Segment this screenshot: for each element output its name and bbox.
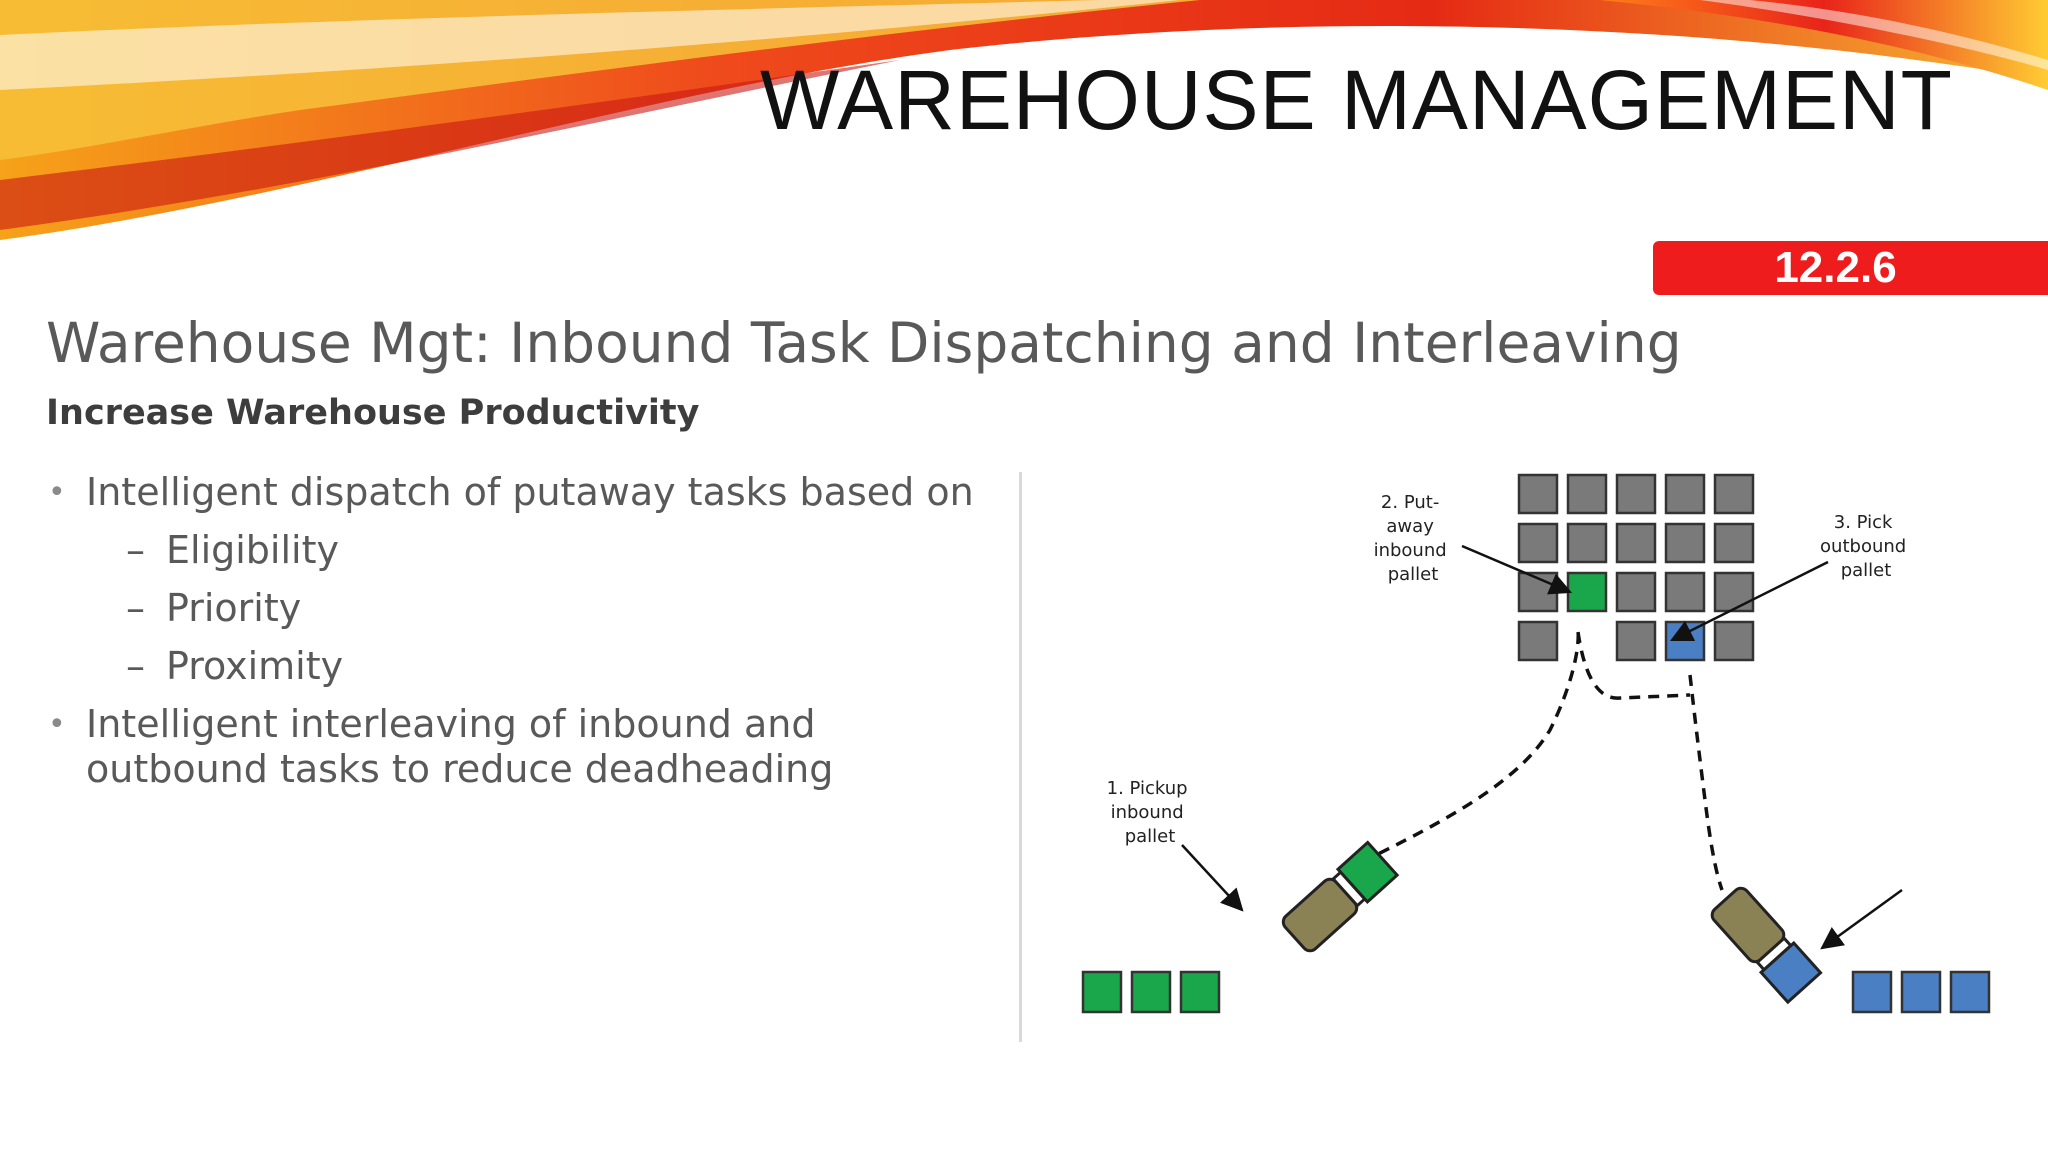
rack-slot [1615,620,1657,662]
rack-slot [1615,522,1657,564]
bullet-item: • Intelligent dispatch of putaway tasks … [46,470,1006,515]
putaway-label-line: pallet [1388,564,1439,585]
slide-title: WAREHOUSE MANAGEMENT [760,53,1953,147]
rack-slot [1664,522,1706,564]
dash-icon: – [126,528,145,572]
rack-slot [1713,522,1755,564]
rack-slot [1566,473,1608,515]
bullet-dot-icon: • [48,475,66,510]
outbound-pallet-row [1851,970,1991,1014]
pick-label-line: 3. Pick [1834,512,1893,533]
column-divider [1019,472,1022,1042]
content-subheading: Increase Warehouse Productivity [46,393,700,433]
pickup-arrow [1181,844,1244,912]
inbound-pallet [1081,970,1123,1014]
putaway-label: 2. Put- away inbound pallet [1374,492,1453,585]
storage-rack-grid [1517,473,1755,662]
rack-slot [1713,620,1755,662]
rack-slot [1517,620,1559,662]
rack-slot [1664,473,1706,515]
pickup-label-line: 1. Pickup [1107,778,1188,799]
bullet-text: Intelligent interleaving of inbound and … [86,702,834,791]
outbound-pallet [1851,970,1893,1014]
putaway-label-line: 2. Put- [1381,492,1439,513]
sub-bullet-item: – Proximity [46,644,1006,689]
interleave-travel-path [1576,631,1691,700]
outbound-pallet [1900,970,1942,1014]
bullet-item: • Intelligent interleaving of inbound an… [46,702,1006,792]
warehouse-diagram: 1. Pickup inbound pallet 2. Put- away in… [1081,473,1991,1014]
dash-icon: – [126,644,145,688]
inbound-pallet [1130,970,1172,1014]
rack-slot [1517,522,1559,564]
rack-slot [1566,522,1608,564]
pick-label-line: pallet [1841,560,1892,581]
rack-slot [1713,571,1755,613]
pick-label-line: outbound [1820,536,1906,557]
header-swoosh [0,0,2048,240]
rack-slot [1664,571,1706,613]
rack-slot [1713,473,1755,515]
putaway-label-line: inbound [1374,540,1447,561]
outbound-pallet [1949,970,1991,1014]
pickup-label-line: pallet [1125,826,1176,847]
pick-label: 3. Pick outbound pallet [1820,512,1912,581]
forklift-inbound [1281,840,1400,953]
bullet-dot-icon: • [48,707,66,742]
sub-bullet-text: Priority [166,586,302,630]
sub-bullet-text: Proximity [166,644,344,688]
inbound-pallet [1179,970,1221,1014]
outbound-drop-arrow [1820,888,1903,950]
sub-bullet-text: Eligibility [166,528,339,572]
section-number-badge: 12.2.6 [1653,241,2048,295]
pickup-label-line: inbound [1111,802,1184,823]
outbound-travel-path [1688,674,1724,891]
rack-slot [1615,473,1657,515]
putaway-label-line: away [1386,516,1434,537]
sub-bullet-item: – Eligibility [46,528,1006,573]
rack-slot [1615,571,1657,613]
pick-arrow [1669,560,1829,642]
inbound-travel-path [1344,629,1580,872]
sub-bullet-item: – Priority [46,586,1006,631]
content-heading: Warehouse Mgt: Inbound Task Dispatching … [46,311,1682,375]
putaway-arrow [1461,544,1573,595]
dash-icon: – [126,586,145,630]
bullet-text: Intelligent dispatch of putaway tasks ba… [86,470,974,514]
putaway-slot [1566,571,1608,613]
rack-slot [1517,473,1559,515]
bullet-list: • Intelligent dispatch of putaway tasks … [46,470,1006,805]
pickup-label: 1. Pickup inbound pallet [1107,778,1194,847]
inbound-pallet-row [1081,970,1221,1014]
forklift-outbound [1710,886,1823,1005]
